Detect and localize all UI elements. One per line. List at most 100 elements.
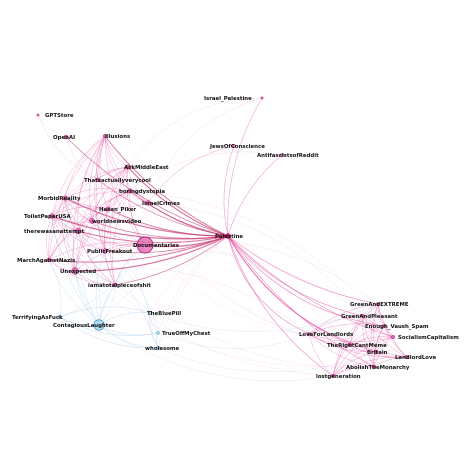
edge-morbidreality-documentaries [64,197,146,246]
node-label-publicfreakout: PublicFreakout [87,249,133,255]
node-illusions[interactable] [102,133,108,139]
edge-socialismcapitalism-landlordlove [392,336,408,358]
edge-contagiouslaughter-wholesome [98,324,159,349]
edge-boringdystopia-morbidreality [64,187,131,199]
edge-palestine-lostgeneration [227,235,334,377]
node-toiletpaperusa[interactable] [49,213,55,219]
edge-openai-palestine [65,136,229,237]
edge-gptstore-openai [37,114,67,138]
node-thebluepill[interactable] [148,311,152,315]
node-therightcantmeme[interactable] [347,342,353,348]
edge-loveforlandlords-lostgeneration [308,333,334,377]
edge-illusions-hasan-piker [99,135,109,210]
node-trueoffmychest[interactable] [156,331,160,335]
node-greenandextreme[interactable] [376,302,380,306]
node-unexpected[interactable] [71,267,79,275]
edge-socialismcapitalism-abolishthemonarchy [373,336,394,368]
node-morbidreality[interactable] [62,195,68,201]
edge-palestine-greenandextreme [227,235,379,305]
node-jewsofconscience[interactable] [232,144,236,148]
edge-hasan-piker-toiletpaperusa [51,206,109,217]
node-publicfreakout[interactable] [102,248,108,254]
node-enough-vaush-spam[interactable] [382,324,386,328]
edge-askmiddleeast-unexpected [74,166,129,272]
node-label-lostgeneration: lostgeneration [316,374,361,380]
edge-documentaries-marchagainstnazis [48,241,146,261]
node-greenandpleasant[interactable] [361,314,365,318]
node-label-israel-palestine: Israel_Palestine [204,96,252,102]
node-abolishthemonarchy[interactable] [371,364,377,370]
node-label-iamatotalpieceofshit: iamatotalpieceofshit [88,283,151,289]
node-label-boringdystopia: boringdystopia [119,189,165,195]
edge-terrifyingasfuck-wholesome [59,316,159,349]
edge-therewasanattempt-contagiouslaughter [77,230,101,326]
edge-iamatotalpieceofshit-contagiouslaughter [98,284,116,326]
edge-abolishthemonarchy-lostgeneration [332,366,375,377]
edge-toiletpaperusa-publicfreakout [51,215,106,252]
edge-boringdystopia-enough-vaush-spam [129,190,385,327]
node-contagiouslaughter[interactable] [93,319,105,331]
edge-hasan-piker-unexpected [74,208,109,272]
node-label-documentaries: Documentaries [133,243,179,249]
node-boringdystopia[interactable] [127,188,133,194]
node-terrifyingasfuck[interactable] [58,315,62,319]
node-label-trueoffmychest: TrueOffMyChest [162,331,211,337]
edge-greenandextreme-loveforlandlords [308,303,379,335]
edge-askmiddleeast-worldnewsvideo [91,166,129,222]
edge-illusions-therewasanattempt [77,135,106,232]
edge-antifascistsofreddit-hasan-piker [107,151,283,210]
node-openai[interactable] [63,134,69,140]
node-socialismcapitalism[interactable] [390,334,396,340]
node-layer [36,96,410,379]
node-gptstore[interactable] [36,113,40,117]
edge-morbidreality-publicfreakout [64,197,106,252]
node-label-enough-vaush-spam: Enough_Vaush_Spam [365,324,429,330]
edge-boringdystopia-britain [129,190,377,353]
node-antifascistsofreddit[interactable] [280,153,284,157]
node-israelcrimes[interactable] [145,200,151,206]
edge-socialismcapitalism-therightcantmeme [349,336,394,346]
edge-illusions-publicfreakout [94,135,106,252]
node-hasan-piker[interactable] [105,206,111,212]
edge-enough-vaush-spam-therightcantmeme [349,325,385,346]
node-therewasanattempt[interactable] [74,227,82,235]
edge-marchagainstnazis-iamatotalpieceofshit [48,259,116,286]
edge-thebluepill-greenandextreme [149,303,379,332]
node-palestine[interactable] [225,233,231,239]
edge-greenandpleasant-socialismcapitalism [362,315,394,338]
edge-greenandextreme-landlordlove [377,303,408,358]
edge-hasan-piker-therewasanattempt [77,208,109,232]
edge-openai-thatsactuallyverycool [65,136,99,181]
edge-askmiddleeast-palestine [127,166,229,237]
edge-israelcrimes-therightcantmeme [147,202,351,346]
node-britain[interactable] [373,349,379,355]
edge-thebluepill-trueoffmychest [149,312,159,334]
edge-marchagainstnazis-palestine [48,235,229,263]
edge-illusions-palestine [104,135,229,237]
node-label-therewasanattempt: therewasanattempt [24,229,85,235]
edge-greenandpleasant-britain [362,315,377,353]
node-landlordlove[interactable] [404,354,410,360]
node-label-toiletpaperusa: ToiletPaperUSA [24,214,71,220]
node-label-gptstore: GPTStore [45,113,74,119]
node-thatsactuallyverycool[interactable] [95,177,101,183]
node-iamatotalpieceofshit[interactable] [112,282,118,288]
node-loveforlandlords[interactable] [307,332,311,336]
node-israel-palestine[interactable] [260,96,264,100]
edge-israel-palestine-askmiddleeast [127,97,263,168]
edge-morbidreality-therewasanattempt [64,197,79,232]
node-wholesome[interactable] [156,346,160,350]
edge-therewasanattempt-iamatotalpieceofshit [77,230,116,286]
node-worldnewsvideo[interactable] [89,218,95,224]
edge-illusions-morbidreality [64,135,106,199]
node-label-britain: Britain [367,350,388,356]
node-label-thatsactuallyverycool: Thatsactuallyverycool [84,178,151,184]
node-askmiddleeast[interactable] [125,164,131,170]
edge-hasan-piker-palestine [107,208,229,237]
node-lostgeneration[interactable] [330,373,336,379]
node-documentaries[interactable] [136,236,154,254]
edge-greenandpleasant-lostgeneration [332,315,364,377]
node-marchagainstnazis[interactable] [46,257,52,263]
edge-toiletpaperusa-lostgeneration [51,215,334,377]
